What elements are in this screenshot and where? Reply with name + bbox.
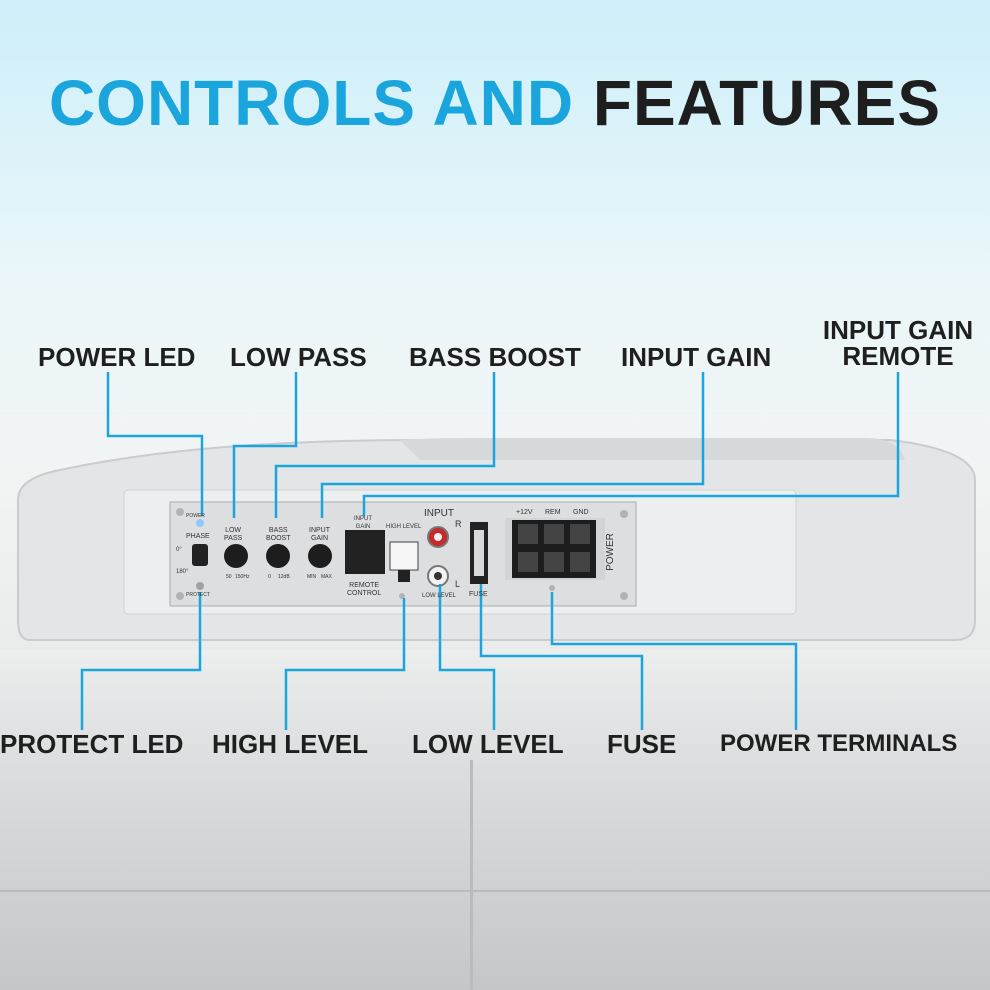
leader-power-terminals [550, 592, 798, 730]
plate-low-pass-max: 150Hz [235, 574, 250, 580]
high-level-latch [398, 570, 410, 582]
label-power-led: POWER LED [38, 342, 196, 372]
leader-input-gain-remote [362, 372, 900, 516]
screw [549, 585, 555, 591]
high-level-connector [389, 541, 419, 571]
plate-high-level-label: HIGH LEVEL [386, 524, 422, 530]
leader-low-level [438, 584, 496, 730]
plate-fuse-label: FUSE [469, 591, 488, 598]
pavement-crack [470, 760, 473, 990]
plate-low-level-label: LOW LEVEL [422, 593, 457, 599]
label-protect-led: PROTECT LED [0, 729, 184, 759]
plate-low-pass-min: 50 [226, 574, 232, 580]
bass-boost-knob [266, 544, 290, 568]
plate-12v-label: +12V [516, 509, 533, 516]
label-input-gain-remote-line1: INPUT GAIN [822, 315, 974, 345]
leader-input-gain [320, 372, 705, 518]
plate-r-label: R [455, 519, 462, 529]
label-power-terminals: POWER TERMINALS [720, 730, 958, 757]
title-accent: CONTROLS AND [48, 67, 575, 139]
rca-left-center [434, 572, 442, 580]
power-led-indicator [196, 519, 204, 527]
terminal-gnd-lower [570, 552, 590, 572]
plate-bass-boost-label: BASS BOOST [266, 527, 291, 542]
plate-gain-min: MIN [307, 574, 317, 580]
label-bass-boost: BASS BOOST [409, 342, 581, 372]
screw [399, 593, 405, 599]
terminal-rem-lower [544, 552, 564, 572]
label-high-level: HIGH LEVEL [212, 729, 369, 759]
leader-lines [80, 372, 900, 730]
screw [176, 508, 184, 516]
screw [176, 592, 184, 600]
plate-phase-label: PHASE [186, 533, 210, 540]
plate-l-label: L [455, 579, 461, 589]
plate-input-gain-label: INPUT GAIN [309, 527, 330, 542]
leader-power-led [106, 372, 204, 516]
plate-input-label: INPUT [424, 508, 454, 519]
leader-protect-led [80, 592, 202, 730]
protect-led-indicator [196, 582, 204, 590]
low-pass-knob [224, 544, 248, 568]
page-title: CONTROLS AND FEATURES [0, 66, 990, 140]
terminal-gnd [570, 524, 590, 544]
fuse-element [474, 530, 484, 576]
leader-fuse [479, 584, 644, 730]
terminal-12v-lower [518, 552, 538, 572]
plate-bass-max: 12dB [278, 574, 290, 580]
amplifier-top-vent [400, 438, 905, 460]
leader-low-pass [232, 372, 298, 518]
screw [620, 510, 628, 518]
plate-protect-label: PROTECT [186, 592, 210, 598]
label-fuse: FUSE [607, 729, 677, 759]
plate-low-pass-label: LOW PASS [224, 527, 243, 542]
plate-input-gain-port-label: INPUT GAIN [354, 516, 372, 530]
screw [620, 592, 628, 600]
terminal-rem [544, 524, 564, 544]
plate-power-side-label: POWER [604, 533, 616, 571]
label-input-gain-remote: INPUT GAIN REMOTE [812, 317, 984, 369]
plate-deg0-label: 0° [176, 547, 182, 553]
rca-right-center [434, 533, 442, 541]
label-input-gain-remote-line2: REMOTE [842, 341, 954, 371]
label-input-gain: INPUT GAIN [621, 342, 772, 372]
plate-gnd-label: GND [573, 509, 589, 516]
leader-high-level [284, 598, 406, 730]
pavement-crack [0, 890, 990, 892]
plate-deg180-label: 180° [176, 569, 189, 575]
terminal-12v [518, 524, 538, 544]
plate-gain-max: MAX [321, 574, 332, 580]
plate-bass-min: 0 [268, 574, 271, 580]
plate-remote-control-label: REMOTE CONTROL [347, 582, 382, 597]
title-dark: FEATURES [592, 67, 942, 139]
label-low-level: LOW LEVEL [412, 729, 564, 759]
leader-bass-boost [274, 372, 496, 518]
plate-rem-label: REM [545, 509, 561, 516]
plate-power-label: POWER [186, 513, 205, 519]
input-gain-knob [308, 544, 332, 568]
label-low-pass: LOW PASS [230, 342, 367, 372]
phase-switch [192, 544, 208, 566]
remote-control-port [345, 530, 385, 574]
